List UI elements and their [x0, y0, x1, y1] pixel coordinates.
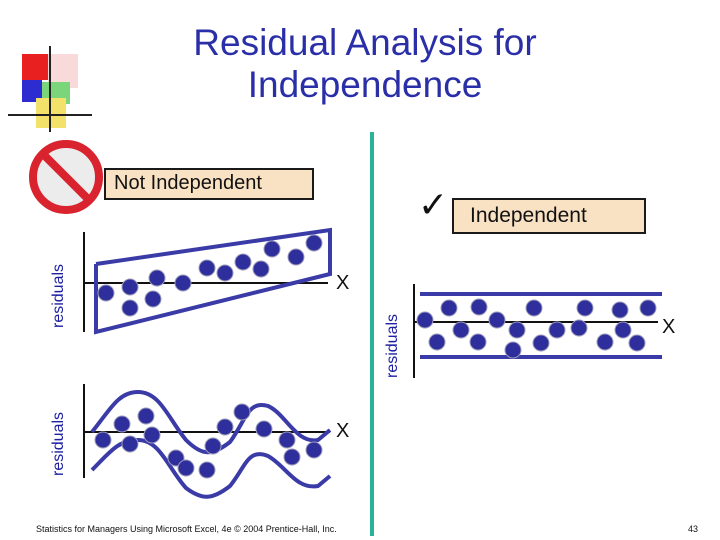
bottom-left-ylabel: residuals: [50, 411, 67, 476]
slide-logo: [8, 46, 92, 132]
top-left-xlabel: X: [336, 272, 350, 294]
title-line-1: Residual Analysis for: [193, 22, 537, 63]
right-xlabel: X: [662, 316, 676, 338]
right-ylabel: residuals: [384, 313, 401, 378]
independent-text: Independent: [470, 204, 587, 227]
not-independent-label: Not Independent: [104, 168, 314, 200]
footer-citation: Statistics for Managers Using Microsoft …: [36, 524, 337, 534]
top-left-ylabel: residuals: [50, 263, 67, 328]
right-plot: [413, 284, 662, 378]
check-icon: ✓: [418, 185, 449, 226]
not-independent-text: Not Independent: [114, 172, 262, 194]
page-title: Residual Analysis for Independence: [120, 22, 610, 106]
no-sign-icon: [29, 140, 103, 214]
independent-label: Independent: [452, 198, 646, 234]
bottom-left-plot: [83, 384, 332, 499]
top-left-plot: [83, 227, 332, 335]
title-line-2: Independence: [247, 64, 483, 105]
bottom-left-xlabel: X: [336, 420, 350, 442]
page-number: 43: [687, 524, 698, 534]
